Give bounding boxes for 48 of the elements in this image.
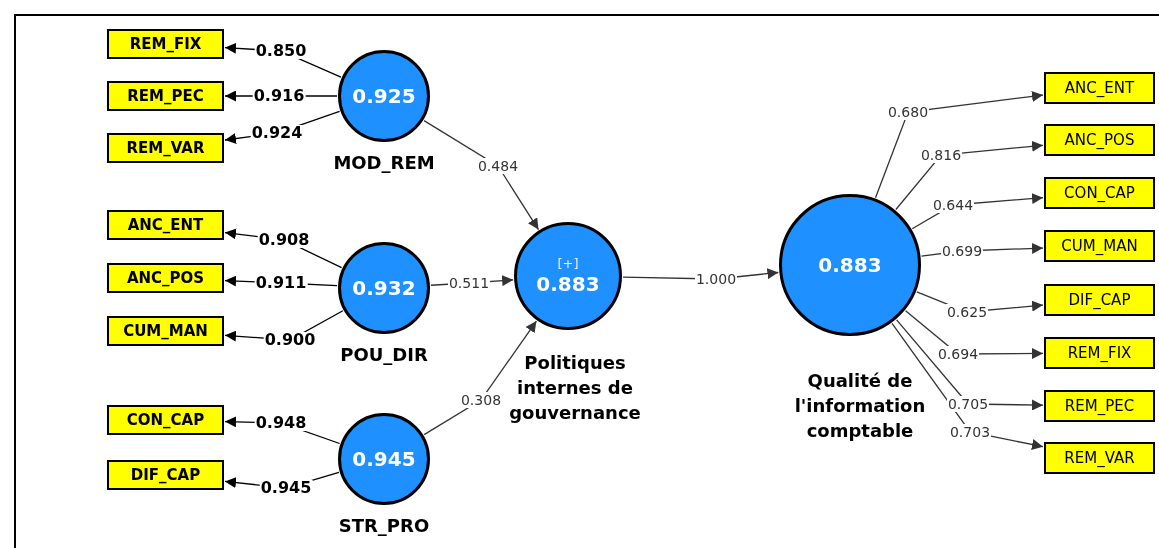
edge-label: 0.911 bbox=[254, 275, 308, 291]
edge-label: 0.484 bbox=[476, 158, 520, 174]
construct-name: Qualité de l'information comptable bbox=[793, 369, 927, 443]
indicator-box: ANC_ENT bbox=[1044, 72, 1155, 104]
indicator-box: REM_FIX bbox=[107, 29, 224, 59]
edge-label: 0.699 bbox=[940, 243, 984, 259]
edge-label: 0.916 bbox=[252, 88, 306, 104]
edge-label: 0.703 bbox=[948, 424, 992, 440]
edge-label: 1.000 bbox=[694, 271, 738, 287]
indicator-box: ANC_POS bbox=[1044, 124, 1155, 156]
edge-label: 0.308 bbox=[459, 392, 503, 408]
indicator-box: CON_CAP bbox=[1044, 177, 1155, 209]
edge-label: 0.816 bbox=[919, 147, 963, 163]
edge-label: 0.948 bbox=[254, 415, 308, 431]
indicator-box: REM_VAR bbox=[1044, 442, 1155, 474]
construct-name: Politiques internes de gouvernance bbox=[508, 351, 642, 425]
indicator-box: ANC_POS bbox=[107, 263, 224, 293]
indicator-box: ANC_ENT bbox=[107, 210, 224, 240]
indicator-box: REM_FIX bbox=[1044, 337, 1155, 369]
edge-label: 0.694 bbox=[936, 346, 980, 362]
value-label: 0.883 bbox=[536, 272, 600, 296]
value-label: 0.883 bbox=[818, 253, 882, 277]
edge-label: 0.644 bbox=[931, 197, 975, 213]
indicator-box: CON_CAP bbox=[107, 405, 224, 435]
arrow bbox=[874, 91, 1044, 199]
value-label: 0.945 bbox=[352, 447, 416, 471]
indicator-box: REM_VAR bbox=[107, 133, 224, 163]
value-label: 0.932 bbox=[352, 276, 416, 300]
construct-name: STR_PRO bbox=[337, 514, 431, 538]
edge-label: 0.680 bbox=[886, 104, 930, 120]
expand-marker: [+] bbox=[557, 256, 579, 272]
construct-name: POU_DIR bbox=[339, 343, 429, 367]
indicator-box: REM_PEC bbox=[1044, 390, 1155, 422]
edge-label: 0.924 bbox=[250, 125, 304, 141]
edge-label: 0.900 bbox=[263, 332, 317, 348]
indicator-box: CUM_MAN bbox=[107, 316, 224, 346]
indicator-box: CUM_MAN bbox=[1044, 230, 1155, 262]
edge-label: 0.705 bbox=[946, 396, 990, 412]
edge-label: 0.850 bbox=[254, 43, 308, 59]
indicator-box: DIF_CAP bbox=[107, 460, 224, 490]
value-label: 0.925 bbox=[352, 84, 416, 108]
edge-label: 0.511 bbox=[447, 275, 491, 291]
construct-name: MOD_REM bbox=[332, 151, 436, 175]
indicator-box: DIF_CAP bbox=[1044, 284, 1155, 316]
edge-label: 0.625 bbox=[945, 304, 989, 320]
edge-label: 0.945 bbox=[259, 480, 313, 496]
indicator-box: REM_PEC bbox=[107, 81, 224, 111]
edge-label: 0.908 bbox=[257, 232, 311, 248]
